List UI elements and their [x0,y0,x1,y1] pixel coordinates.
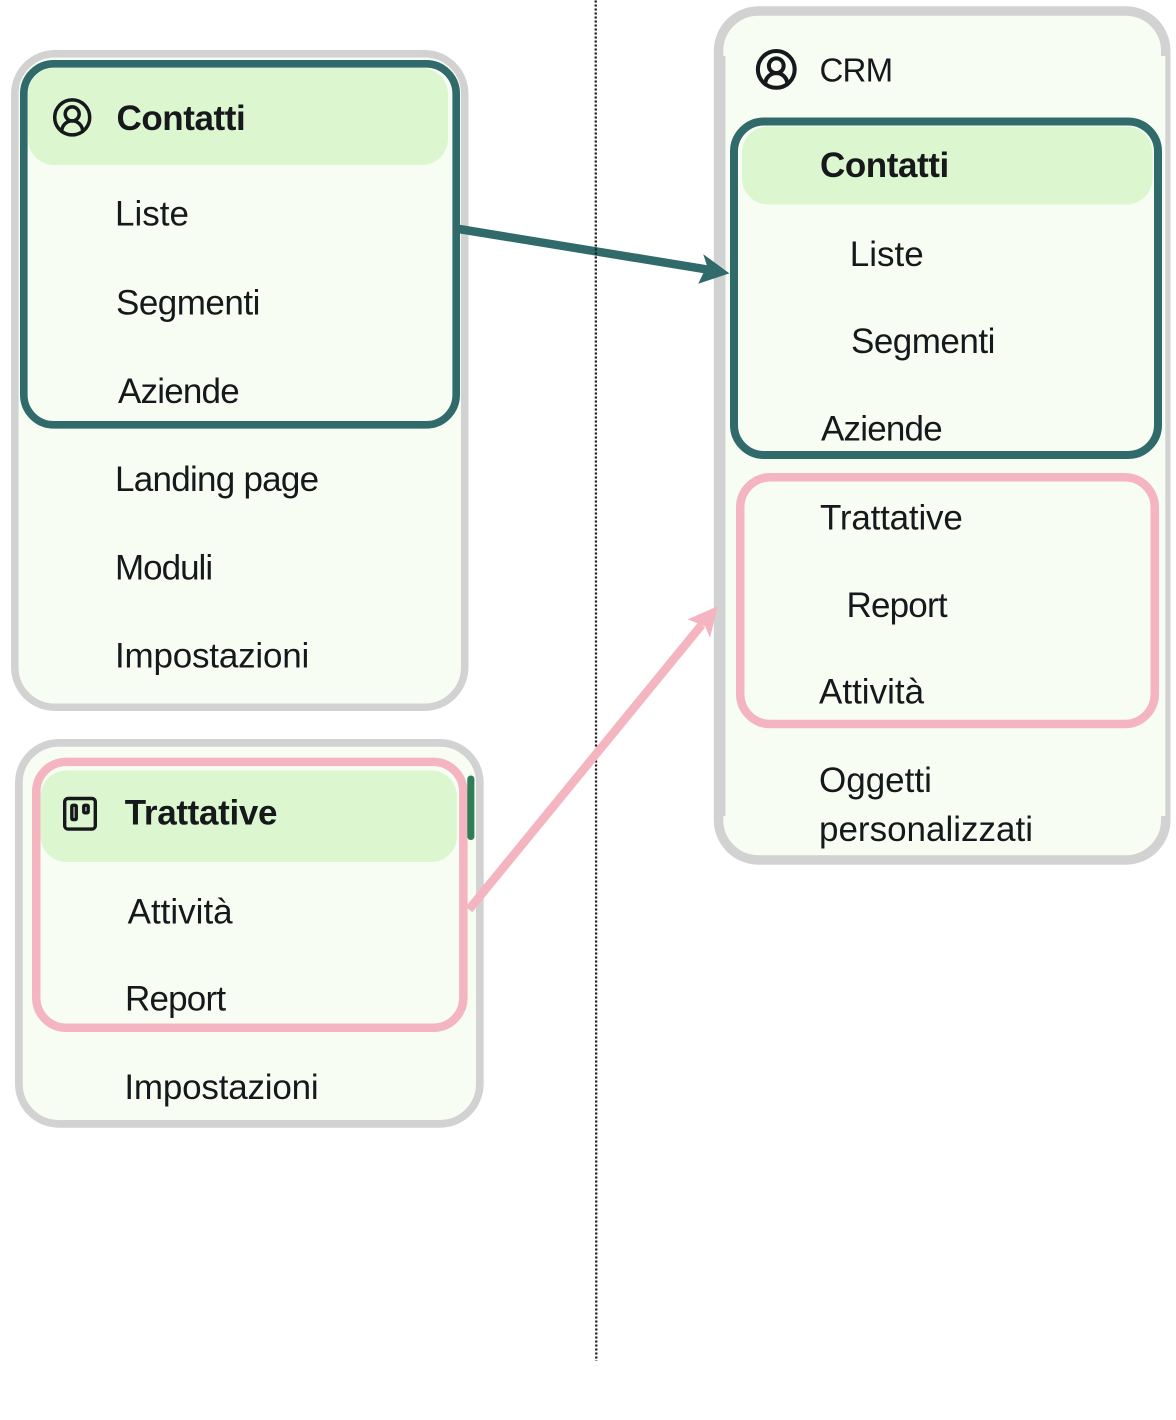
svg-text:Report: Report [125,980,226,1019]
svg-text:Liste: Liste [115,194,189,233]
svg-text:Aziende: Aziende [118,372,239,411]
svg-text:Aziende: Aziende [821,410,942,449]
svg-text:personalizzati: personalizzati [819,810,1033,849]
svg-text:Attività: Attività [128,892,234,931]
svg-text:CRM: CRM [820,51,893,88]
svg-text:Segmenti: Segmenti [851,322,995,361]
svg-text:Landing page: Landing page [115,460,318,499]
svg-text:Trattative: Trattative [820,499,963,538]
svg-text:Trattative: Trattative [125,794,277,833]
svg-text:Report: Report [847,586,948,625]
svg-text:Moduli: Moduli [115,549,212,588]
svg-text:Attività: Attività [819,672,925,711]
svg-text:Segmenti: Segmenti [116,284,260,323]
svg-text:Impostazioni: Impostazioni [124,1068,318,1107]
svg-text:Contatti: Contatti [820,146,949,185]
svg-text:Contatti: Contatti [117,99,246,138]
svg-text:Impostazioni: Impostazioni [115,637,309,676]
svg-text:Oggetti: Oggetti [819,761,932,800]
svg-text:Liste: Liste [850,235,924,274]
